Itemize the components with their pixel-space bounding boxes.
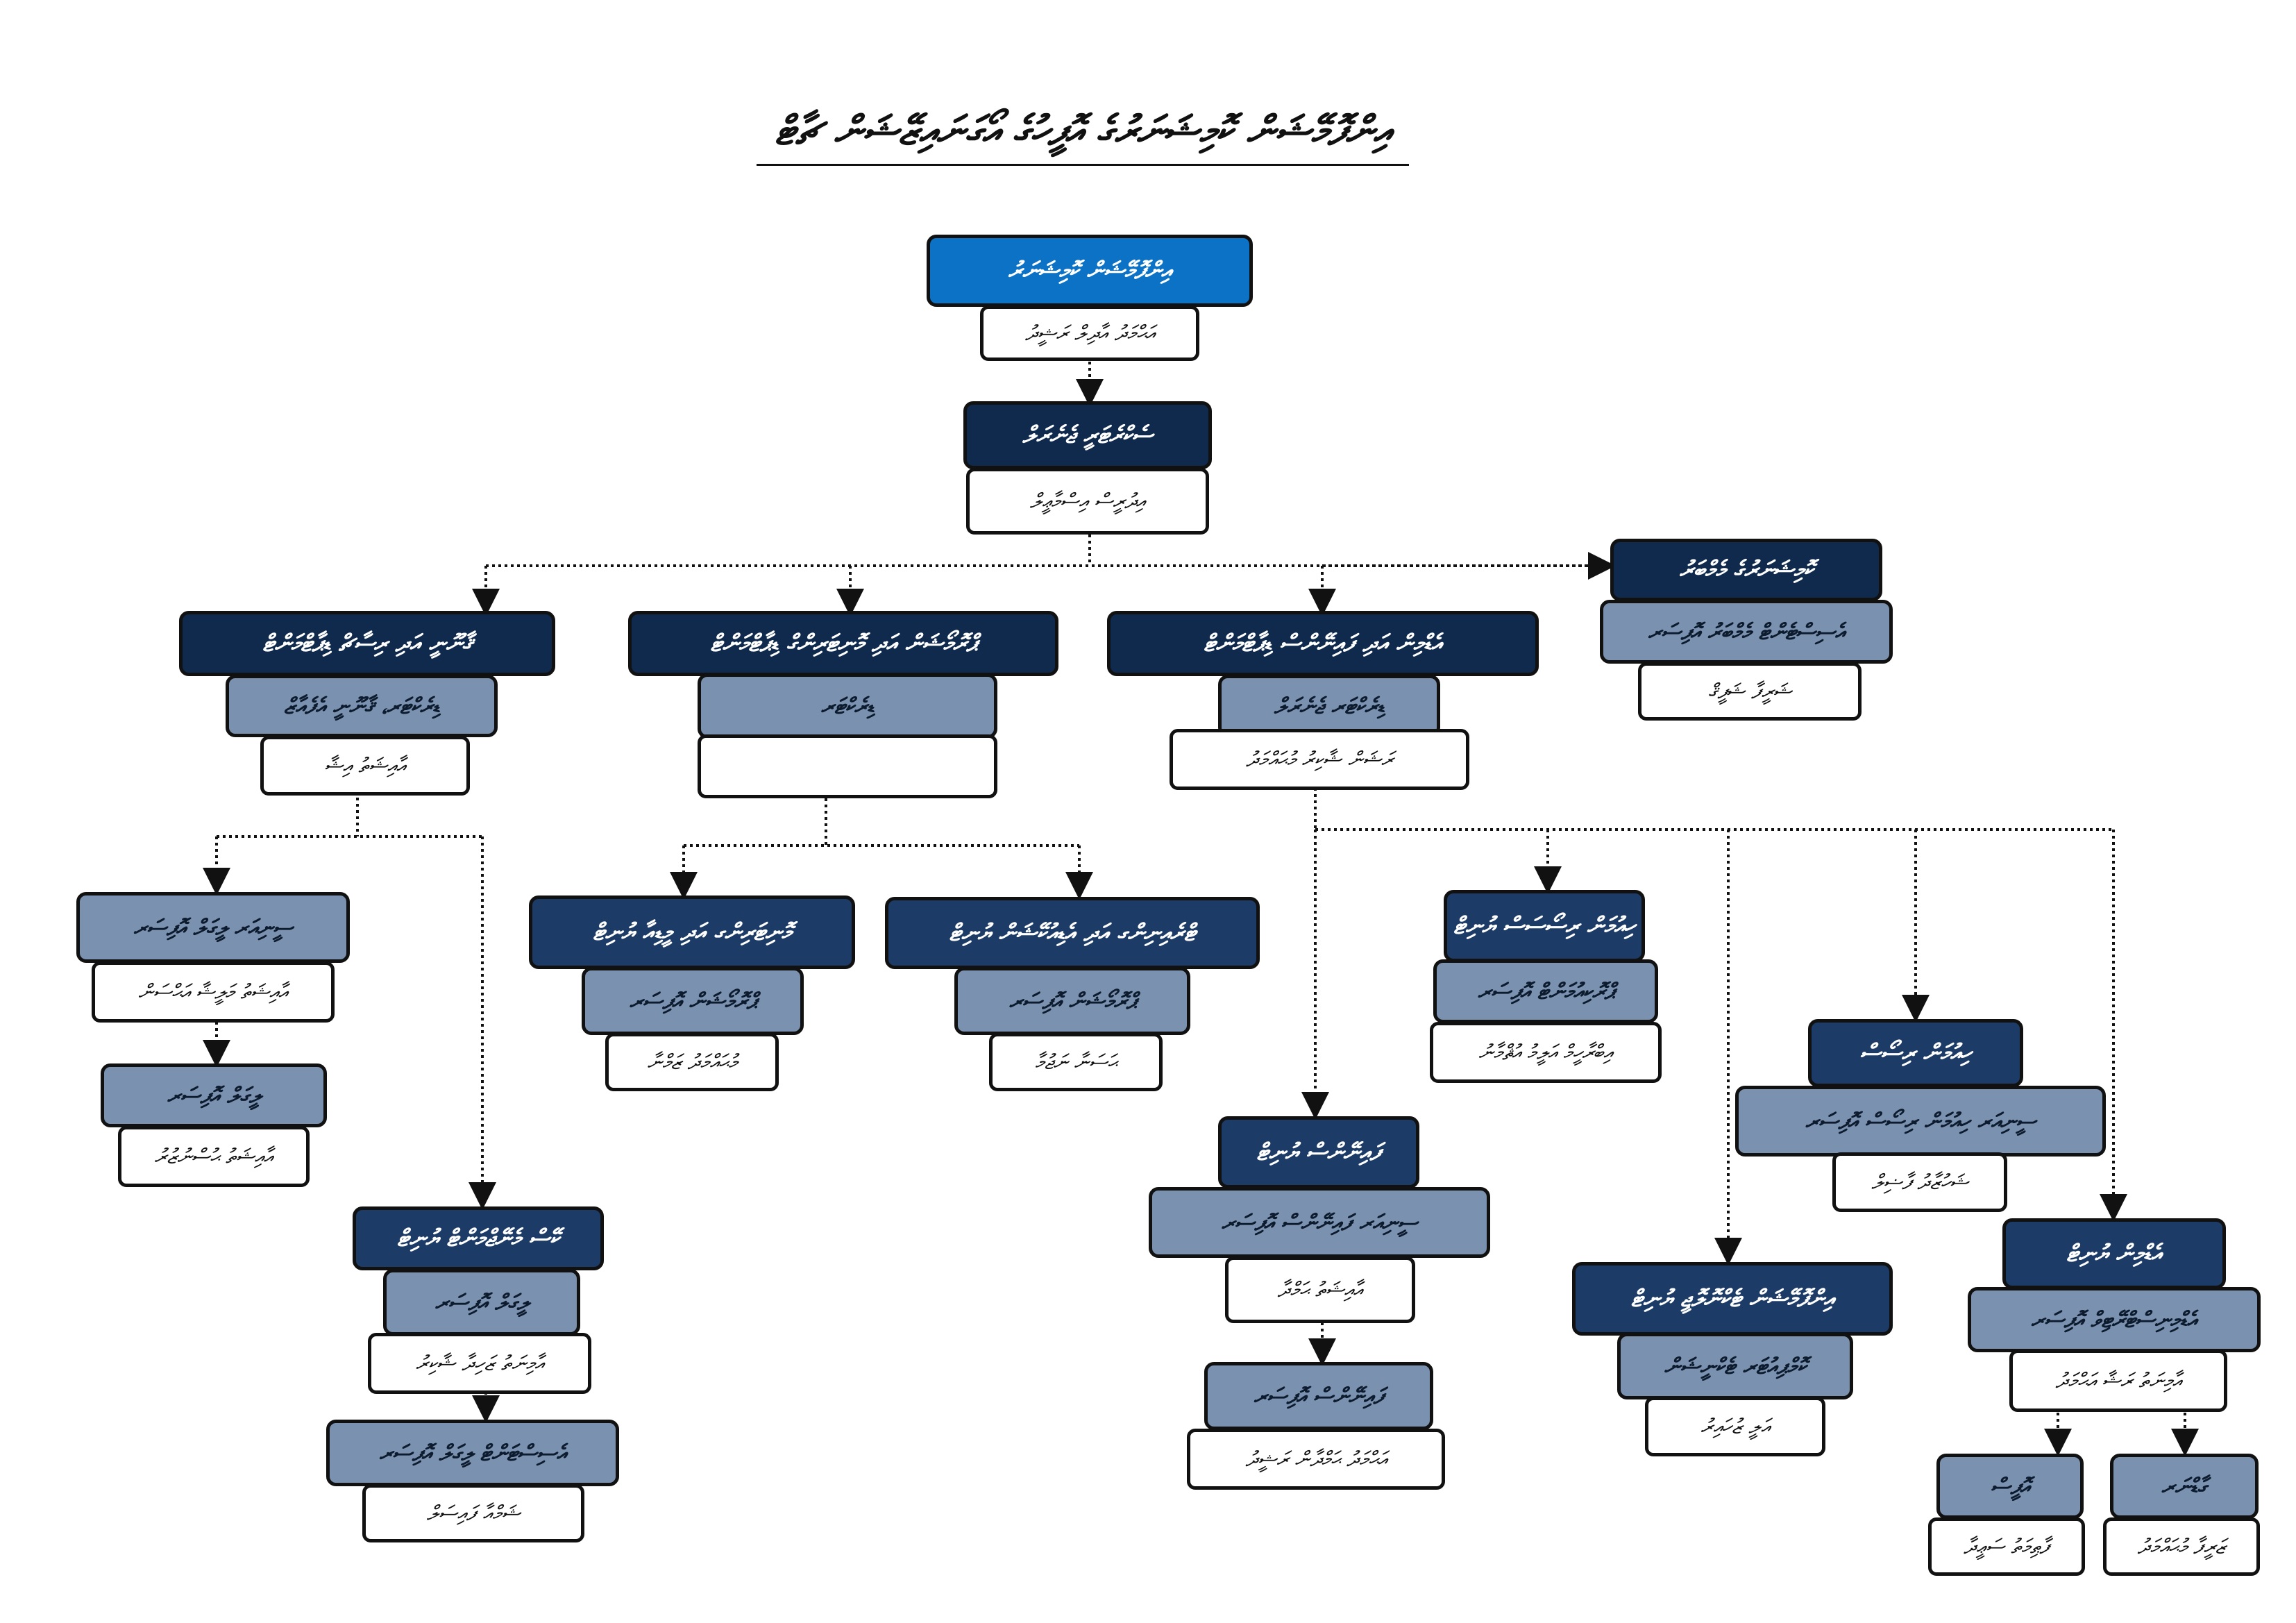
node-case-asst-role: އެސިސްޓަންޓް ލީގަލް އޮފިސަރ [326, 1420, 619, 1486]
node-finance-unit-person: އާއިޝަތު ޙަމްދާ [1225, 1256, 1415, 1323]
node-finance-unit-role: ސީނިއަރ ފައިނޭންސް އޮފިސަރ [1149, 1187, 1490, 1258]
node-training-unit: ޓްރެއިނިންގ އަދި އެޑިއުކޭޝަން ޔުނިޓް [885, 897, 1260, 969]
node-it-unit-role: ކޮމްޕިއުޓަރ ޓެކްނީޝަން [1617, 1333, 1853, 1399]
node-secretary-general-person: އިދުރީސް އިސްމާޢީލް [966, 468, 1209, 535]
node-commissioner-person: އަޙްމަދު އާދިލް ރަޝީދު [980, 305, 1199, 361]
node-commission-member-role: އެސިސްޓެންޓް މެމްބަރު އޮފިސަރ [1600, 600, 1893, 664]
node-office-person: ފާޠިމަތު ސަޢީދާ [1928, 1517, 2085, 1576]
node-training-unit-person: ޙަސަނާ ނަޖުމާ [989, 1033, 1163, 1091]
node-promotion-dept-role: ޑިރެކްޓަރ [698, 673, 997, 739]
node-promotion-dept-person [698, 734, 997, 798]
node-monitoring-unit-person: މުޙައްމަދު ޒަމްނާ [605, 1033, 779, 1091]
node-legal-senior-person: އާއިޝަތު މަލީޝާ އަޙްސަން [92, 961, 335, 1023]
node-it-unit: އިންފޮމޭޝަން ޓެކްނޮލޮޖީ ޔުނިޓް [1572, 1262, 1893, 1336]
node-admin-unit-person: އާމިނަތު ރަޝާ އަޙްމަދު [2009, 1349, 2227, 1412]
node-case-unit: ކޭސް މެނޭޖްމަންޓް ޔުނިޓް [353, 1206, 604, 1270]
node-admin-dept: އެޑްމިން އަދި ފައިނޭންސް ޑިޕާޓްމަންޓް [1107, 611, 1539, 676]
node-procurement-unit-person: އިބްރާހީމް އަލީމު އުޘްމާނު [1430, 1022, 1662, 1083]
node-legal-dept-person: އާއިޝަތު އިޝާ [260, 736, 470, 796]
node-procurement-unit-role: ޕްރޮކިއުމަންޓް އޮފިސަރ [1433, 959, 1658, 1023]
node-legal-senior-role: ސީނިއަރ ލީގަލް އޮފިސަރ [76, 892, 350, 963]
node-commission-member: ކޮމިޝަނަރުގެ މެމްބަރު [1610, 539, 1882, 601]
node-hr-unit-role: ސީނިއަރ ހިއުމަން ރިސޯސް އޮފިސަރ [1735, 1086, 2106, 1157]
node-case-asst-person: ޝަމްއާ ފައިސަލް [362, 1484, 584, 1542]
node-finance-unit: ފައިނޭންސް ޔުނިޓް [1218, 1116, 1419, 1188]
node-finance-officer-role: ފައިނޭންސް އޮފިސަރ [1204, 1362, 1433, 1430]
node-monitoring-unit: މޮނިޓަރިންގ އަދި މީޑިއާ ޔުނިޓް [529, 895, 855, 969]
node-legal-officer-role: ލީގަލް އޮފިސަރ [101, 1063, 327, 1127]
node-gardener-person: ޒަރީފާ މުޙައްމަދު [2103, 1517, 2260, 1576]
node-legal-officer-person: އާއިޝަތު ޙުސްނުޒުރު [118, 1126, 310, 1187]
node-gardener-role: ގާޑްނަރ [2110, 1454, 2259, 1519]
chart-title: އިންފޮމޭޝަން ކޮމިޝަނަރުގެ އޮފީހުގެ އޯގަނ… [757, 97, 1409, 166]
node-admin-dept-person: ރަޝަން ޝާކިރު މުޙައްމަދު [1170, 729, 1469, 790]
node-commissioner: އިންފޮމޭޝަން ކޮމިޝަނަރު [927, 235, 1253, 307]
node-commission-member-person: ޝަރީފާ ޝަފީޤް [1638, 662, 1862, 721]
node-legal-dept-role: ޑިރެކްޓަރ، ޤާނޫނީ އެފެއާޒް [226, 675, 498, 737]
node-hr-unit-person: ޝަހުޒާދު ފާޟިލް [1832, 1152, 2007, 1212]
node-case-unit-role: ލީގަލް އޮފިސަރ [383, 1269, 580, 1336]
node-training-unit-role: ޕްރޮމޯޝަން އޮފިސަރ [954, 967, 1190, 1035]
node-hr-unit: ހިއުމަން ރިސޯސް [1808, 1019, 2023, 1087]
node-admin-unit: އެޑްމިން ޔުނިޓް [2002, 1218, 2226, 1289]
node-admin-unit-role: އެޑްމިނިސްޓްރޭޓިވް އޮފިސަރ [1968, 1287, 2261, 1352]
node-monitoring-unit-role: ޕްރޮމޯޝަން އޮފިސަރ [582, 967, 804, 1035]
node-legal-dept: ޤާނޫނީ އަދި ރިސާޗް ޑިޕާޓްމަންޓް [179, 611, 555, 676]
node-it-unit-person: އަލީ ޒުހައިރު [1645, 1397, 1825, 1456]
node-finance-officer-person: އަޙްމަދު ޙަމްދާން ރަޝީދު [1187, 1429, 1445, 1490]
node-case-unit-person: އާމިނަތު ޒަހިދާ ޝާކިރު [368, 1333, 591, 1394]
node-procurement-unit: ހިއުމަން ރިސޯސަސް ޔުނިޓް [1444, 890, 1645, 962]
node-office-role: އޮފީސް [1936, 1454, 2084, 1519]
node-promotion-dept: ޕްރޮމޯޝަން އަދި މޮނިޓަރިންގް ޑިޕާޓްމަންޓ… [628, 611, 1058, 676]
node-secretary-general: ސެކްރެޓަރީ ޖެނެރަލް [963, 401, 1212, 469]
node-admin-dept-role: ޑިރެކްޓަރ ޖެނެރަލް [1218, 675, 1440, 737]
